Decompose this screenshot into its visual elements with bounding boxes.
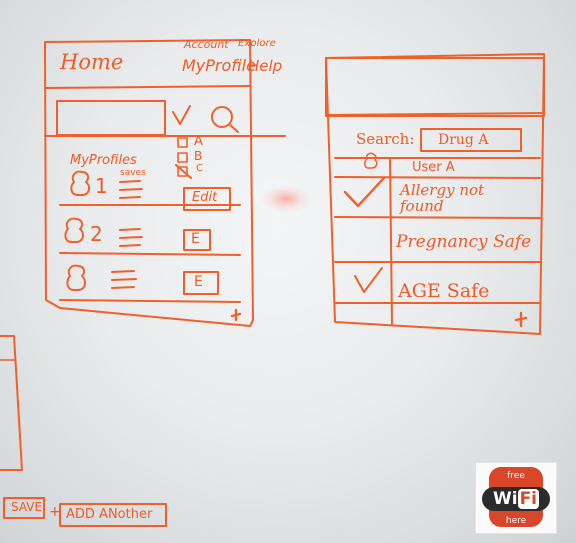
add-another-button-sketch <box>59 503 167 527</box>
corner-star-icon-right <box>514 311 528 328</box>
right-header-bottom <box>325 112 545 116</box>
left-header-divider <box>44 85 251 89</box>
drug-search-box-sketch <box>420 128 522 152</box>
edit-button-sketch-3 <box>183 271 219 295</box>
checkmark-icon <box>172 105 191 125</box>
search-icon <box>211 106 233 128</box>
user-icon-2 <box>64 217 85 243</box>
wifi-here-label: here <box>505 516 527 526</box>
placeholder-lines-2 <box>119 228 143 247</box>
wifi-wi-text: Wi <box>492 489 518 509</box>
wifi-free-label: free <box>507 471 525 481</box>
save-button-label: SAVE <box>11 500 43 514</box>
myprofile-label: MyProfile <box>182 56 256 75</box>
user-icon-1 <box>70 170 91 196</box>
edit-short-label-2: E <box>194 274 203 290</box>
result-row-1: Allergy not found <box>400 181 485 215</box>
plus-sign: + <box>49 504 61 520</box>
profile-number-1: 1 <box>95 174 108 198</box>
edit-button-sketch <box>183 187 231 211</box>
corner-star-icon <box>230 308 242 322</box>
user-mini-icon <box>364 152 378 169</box>
result-row-2: Pregnancy Safe <box>396 232 532 252</box>
option-a-checkbox <box>177 137 188 148</box>
account-label: Account <box>184 38 229 51</box>
light-reflection <box>262 186 310 212</box>
option-c-label: C <box>196 163 203 174</box>
edit-button-label: Edit <box>192 190 218 205</box>
option-b-checkbox <box>177 152 188 163</box>
option-c-checkbox <box>177 166 188 177</box>
check-icon-row3 <box>354 267 383 293</box>
placeholder-lines-1 <box>119 180 143 199</box>
left-search-box-sketch <box>56 100 166 136</box>
explore-label: Explore <box>238 38 276 49</box>
placeholder-lines-3 <box>111 270 137 289</box>
user-label: User A <box>412 160 455 175</box>
edit-short-label-1: E <box>191 231 200 247</box>
result-row-3: AGE Safe <box>398 280 490 302</box>
right-header-box <box>325 57 545 117</box>
right-column-divider <box>389 158 393 326</box>
save-button-sketch <box>3 497 45 519</box>
saves-note: saves <box>120 168 146 178</box>
user-icon-3 <box>66 264 87 291</box>
profile-number-2: 2 <box>90 222 103 246</box>
option-a-label: A <box>194 134 203 149</box>
my-profiles-heading: MyProfiles <box>70 153 137 168</box>
home-label: Home <box>60 50 124 74</box>
wifi-fi-text: Fi <box>517 489 540 509</box>
option-b-label: B <box>194 149 203 163</box>
check-icon-row1 <box>343 176 386 208</box>
edit-button-sketch-2 <box>183 229 211 251</box>
search-label: Search: <box>356 130 415 148</box>
search-value: Drug A <box>438 132 489 148</box>
right-frame <box>325 53 545 335</box>
help-label: Help <box>248 57 283 75</box>
left-frame <box>44 39 254 327</box>
edge-board-sketch <box>0 335 23 471</box>
add-another-label: ADD ANother <box>66 507 153 522</box>
